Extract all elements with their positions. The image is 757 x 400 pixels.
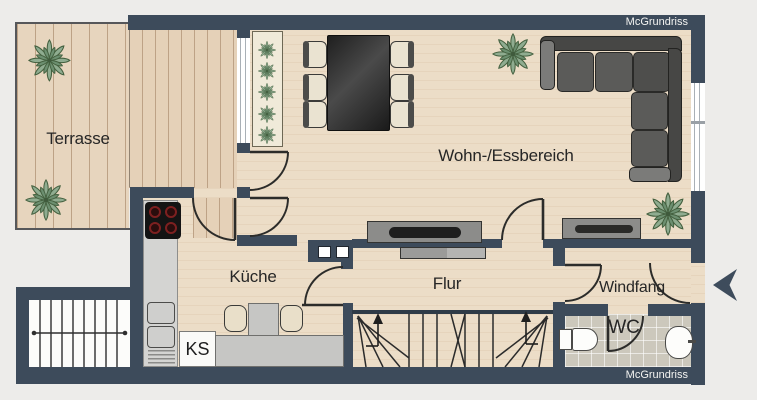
sideboard-handle bbox=[575, 225, 633, 233]
floor-terrace-open bbox=[17, 24, 129, 228]
burner bbox=[149, 222, 161, 234]
wall-right-middle bbox=[691, 193, 705, 263]
sofa-cushion bbox=[557, 52, 594, 92]
room-label-flur: Flur bbox=[432, 274, 462, 293]
wall-stub-window-bottom bbox=[237, 145, 250, 153]
burner bbox=[149, 206, 161, 218]
kitchen-stool bbox=[280, 305, 303, 332]
floor-terrace-covered bbox=[129, 28, 237, 188]
sofa-armrest-left bbox=[540, 40, 555, 90]
wall-living-kitchen bbox=[237, 235, 297, 246]
windfang-sideboard bbox=[562, 218, 641, 239]
wall-right-lower bbox=[691, 303, 705, 385]
wall-flur-north-west bbox=[352, 239, 502, 248]
sofa-armrest-bottom bbox=[629, 167, 671, 182]
entry-opening bbox=[691, 263, 705, 303]
dining-chair bbox=[390, 74, 414, 101]
dining-chair bbox=[390, 41, 414, 68]
wall-stub-window-top bbox=[237, 30, 250, 36]
hall-lowboard bbox=[400, 247, 486, 259]
room-label-windfang: Windfang bbox=[599, 279, 665, 296]
wall-kitchen-left bbox=[130, 187, 143, 367]
kitchen-stool bbox=[224, 305, 247, 332]
kitchen-sink-lower bbox=[147, 326, 175, 348]
wall-bottom bbox=[16, 367, 705, 384]
wall-kitchen-stairs bbox=[343, 303, 353, 367]
room-label-wohn-essbereich: Wohn-/Essbereich bbox=[438, 146, 574, 165]
wall-top bbox=[128, 15, 705, 30]
corner-sofa bbox=[540, 36, 682, 182]
wall-hatch-stub bbox=[341, 262, 353, 269]
wall-flur-north-east bbox=[543, 239, 691, 248]
wall-windfang-west-stub bbox=[553, 248, 565, 266]
tv-sideboard bbox=[367, 221, 482, 243]
burner bbox=[165, 222, 177, 234]
entrance-arrow-icon bbox=[713, 269, 737, 301]
sofa-cushion bbox=[631, 92, 668, 130]
burner bbox=[165, 206, 177, 218]
toilet-tank bbox=[559, 329, 572, 350]
sofa-cushion bbox=[595, 52, 633, 92]
wc-sink-tap bbox=[688, 340, 696, 343]
room-label-terrasse: Terrasse bbox=[46, 129, 110, 148]
kitchen-peninsula-stem bbox=[248, 303, 279, 337]
window-right-wall bbox=[691, 81, 705, 193]
window-terrace-wall bbox=[237, 36, 250, 145]
wall-right-upper bbox=[691, 15, 705, 81]
wall-wc-north-west bbox=[565, 304, 608, 316]
dining-chair bbox=[303, 41, 327, 68]
sofa-back-vertical bbox=[668, 48, 682, 182]
wall-stub-between-doors bbox=[237, 187, 250, 198]
floor-exterior-stairwell bbox=[29, 300, 130, 367]
wall-wc-north-east bbox=[648, 304, 691, 316]
fridge-ks: KS bbox=[179, 331, 216, 367]
room-label-wc: WC bbox=[608, 317, 640, 338]
watermark-top: McGrundriss bbox=[625, 16, 688, 28]
tv-icon bbox=[389, 227, 461, 238]
sofa-cushion bbox=[631, 130, 668, 167]
wall-stairs-top-edge bbox=[352, 310, 553, 314]
toilet-bowl bbox=[572, 328, 598, 351]
sofa-cushion-corner bbox=[633, 52, 670, 92]
terrace-border-left bbox=[15, 22, 17, 230]
dining-table bbox=[327, 35, 390, 131]
terrace-border-bottom bbox=[15, 228, 131, 230]
planter-box bbox=[252, 31, 283, 147]
wall-ext-stair-left bbox=[16, 287, 29, 370]
terrace-border-top bbox=[15, 22, 129, 24]
counter-drawers bbox=[148, 350, 175, 364]
ks-label: KS bbox=[185, 338, 210, 359]
kitchen-peninsula-bar bbox=[215, 335, 344, 367]
floor-terrace-doorway-patch bbox=[193, 198, 237, 238]
hatch-glass bbox=[336, 246, 349, 258]
hatch-glass bbox=[318, 246, 331, 258]
kitchen-sink-upper bbox=[147, 302, 175, 324]
watermark-bottom: McGrundriss bbox=[625, 369, 688, 381]
wall-ext-stair-top bbox=[16, 287, 130, 300]
dining-chair bbox=[390, 101, 414, 128]
building-edge-line bbox=[129, 30, 130, 187]
wall-kitchen-top bbox=[130, 187, 194, 198]
window-divider bbox=[691, 121, 705, 124]
dining-chair bbox=[303, 101, 327, 128]
dining-chair bbox=[303, 74, 327, 101]
sofa-back-horizontal bbox=[540, 36, 682, 51]
stove bbox=[145, 202, 181, 239]
room-label-kueche: Küche bbox=[229, 267, 277, 286]
